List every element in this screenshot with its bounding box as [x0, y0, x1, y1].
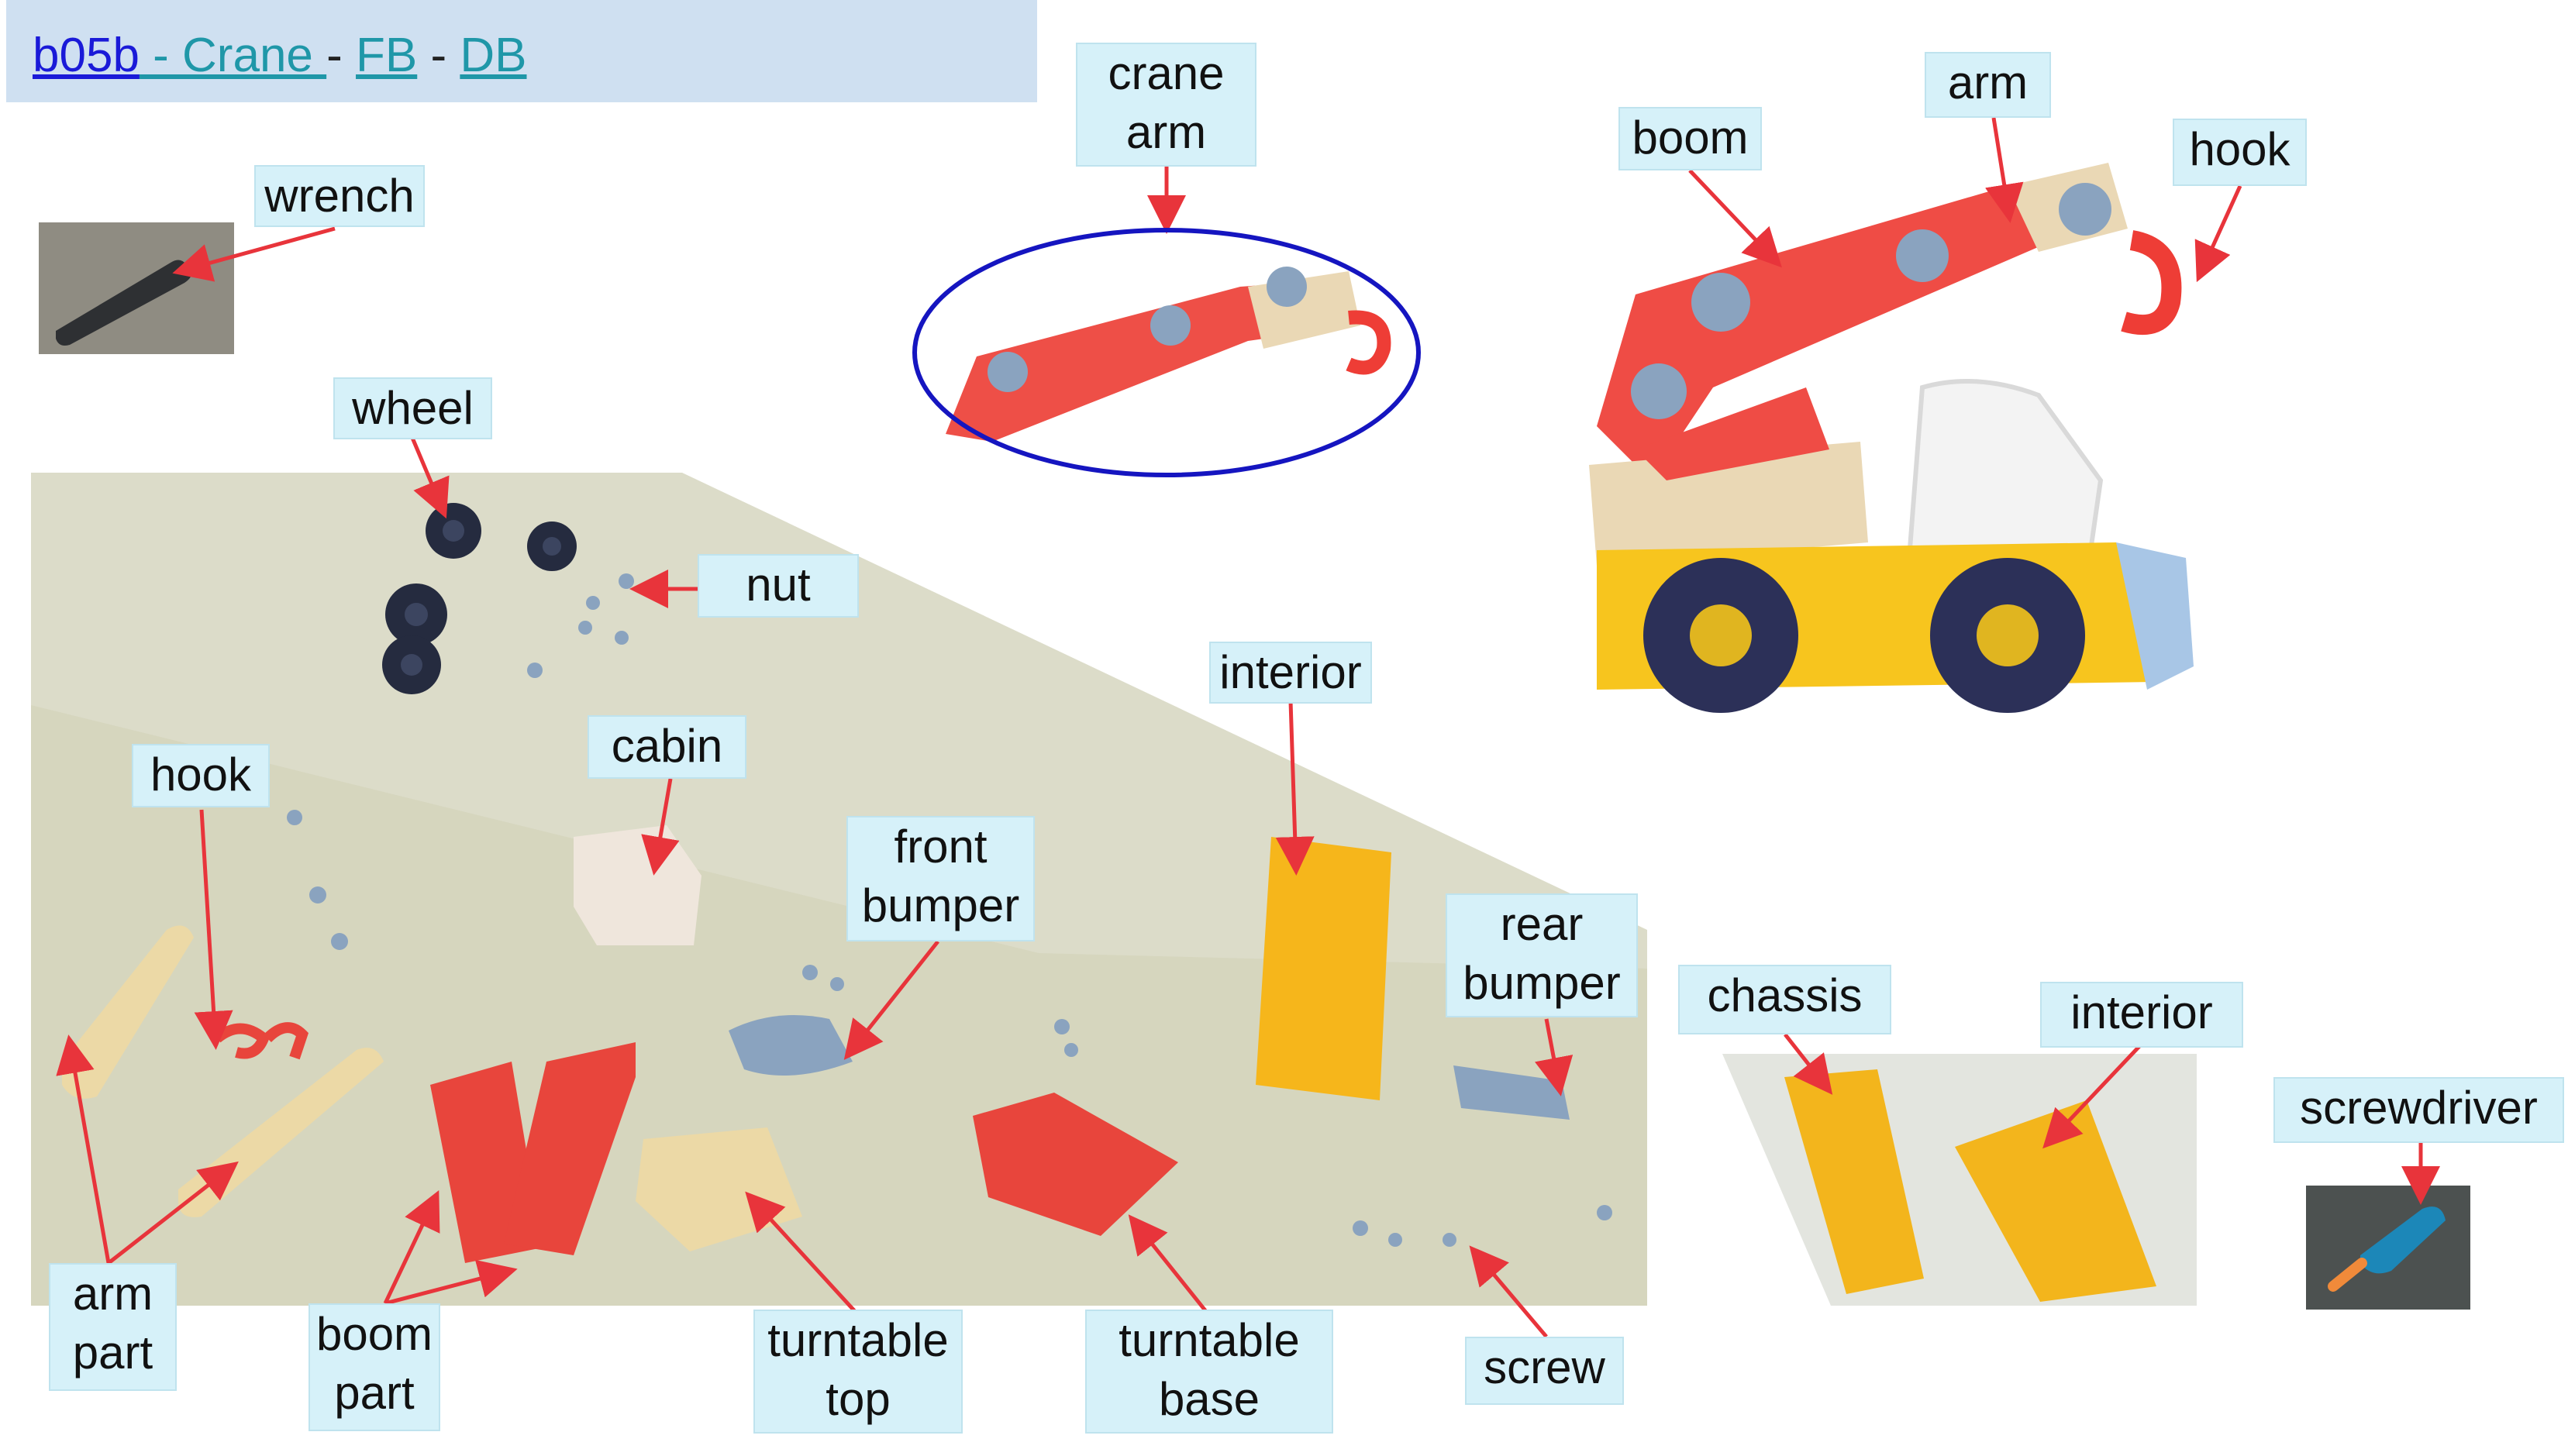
label-text: turntable	[1119, 1314, 1300, 1366]
separator: -	[417, 29, 460, 82]
header-bar	[6, 0, 1037, 102]
label-cabin: cabin	[588, 715, 746, 779]
label-text: screwdriver	[2300, 1082, 2538, 1134]
label-crane-arm: crane arm	[1076, 43, 1256, 167]
label-turntable-top: turntable top	[753, 1310, 963, 1434]
label-rear-bumper: rear bumper	[1446, 893, 1638, 1017]
label-text: rear	[1500, 898, 1584, 950]
crane-toy-photo	[1589, 163, 2194, 713]
label-text: cabin	[611, 720, 723, 772]
label-text: front	[894, 821, 988, 873]
label-text: boom	[1632, 112, 1749, 163]
separator: -	[326, 29, 357, 82]
label-text: screw	[1484, 1341, 1605, 1393]
label-chassis: chassis	[1678, 965, 1891, 1034]
label-text: nut	[746, 559, 811, 611]
crane-arm-photo	[946, 267, 1391, 442]
wrench-icon	[56, 260, 191, 346]
label-boom-part: boom part	[309, 1303, 440, 1431]
label-text: arm	[1947, 57, 2029, 108]
label-wrench: wrench	[254, 165, 425, 227]
label-text: interior	[1219, 646, 1362, 698]
crane-arm-ellipse	[912, 228, 1421, 477]
label-text: arm	[72, 1268, 153, 1320]
label-wheel: wheel	[333, 377, 492, 439]
db-link[interactable]: DB	[460, 29, 527, 82]
label-text: bumper	[861, 879, 1020, 931]
label-turntable-base: turntable base	[1085, 1310, 1333, 1434]
label-text: turntable	[767, 1314, 949, 1366]
code-link[interactable]: b05b	[33, 29, 140, 82]
label-text: crane	[1108, 47, 1225, 99]
fb-link[interactable]: FB	[356, 29, 418, 82]
wrench-photo	[39, 222, 234, 354]
label-text: boom	[315, 1308, 433, 1360]
label-arm: arm	[1925, 52, 2051, 118]
label-text: base	[1158, 1373, 1260, 1425]
title-link[interactable]: - Crane	[139, 29, 327, 82]
parts-photo	[31, 473, 1647, 1306]
label-text: wheel	[352, 382, 474, 434]
label-interior-mid: interior	[1209, 642, 1372, 704]
label-text: hook	[150, 749, 252, 800]
label-text: part	[334, 1367, 415, 1419]
label-arm-part: arm part	[49, 1263, 177, 1391]
label-text: interior	[2070, 986, 2213, 1038]
label-text: chassis	[1707, 969, 1863, 1021]
label-text: hook	[2189, 123, 2291, 175]
label-screwdriver: screwdriver	[2273, 1077, 2564, 1143]
label-screw: screw	[1465, 1337, 1624, 1405]
screwdriver-photo	[2306, 1186, 2470, 1310]
header-breadcrumb: b05b - Crane - FB - DB	[33, 26, 527, 85]
label-hook-right: hook	[2173, 119, 2307, 186]
label-nut: nut	[698, 554, 859, 618]
label-interior-right: interior	[2040, 982, 2243, 1048]
label-text: part	[72, 1327, 153, 1379]
label-text: wrench	[264, 170, 415, 222]
label-text: top	[826, 1373, 891, 1425]
label-text: arm	[1125, 106, 1207, 158]
label-boom: boom	[1618, 107, 1762, 170]
label-text: bumper	[1463, 957, 1621, 1009]
label-hook-left: hook	[132, 744, 270, 807]
label-front-bumper: front bumper	[846, 816, 1035, 941]
